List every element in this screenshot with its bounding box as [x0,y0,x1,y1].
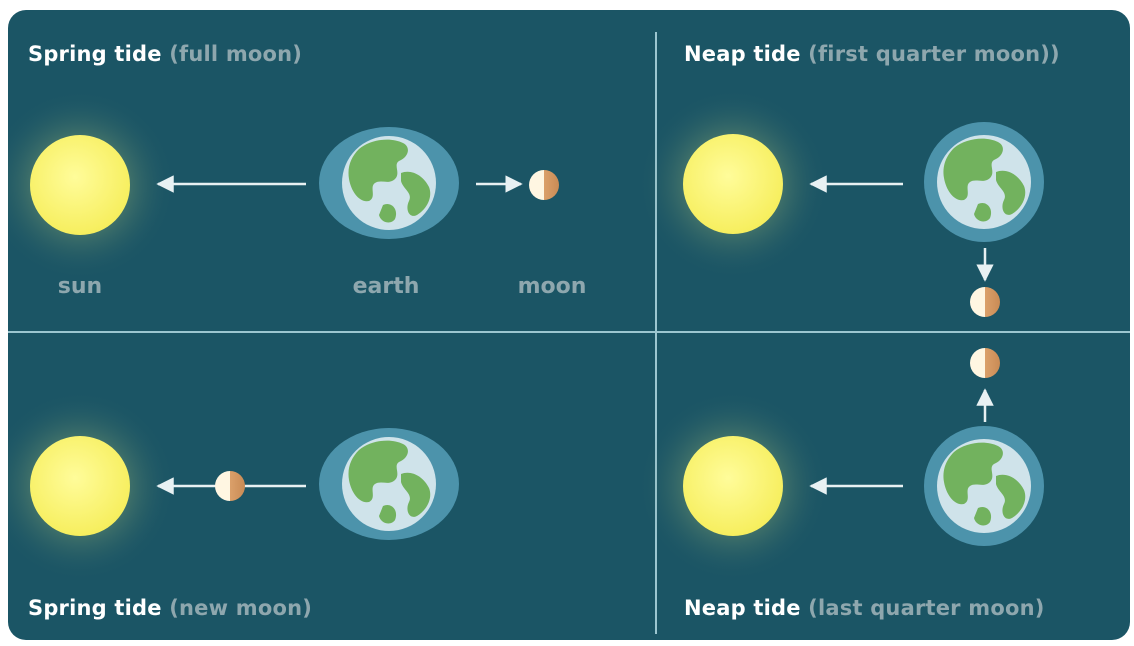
earth-bottom-left [319,428,459,540]
tide-diagram: Spring tide (full moon) Neap tide (first… [8,10,1130,640]
title-top-right-main: Neap tide [684,42,801,66]
tide-diagram-canvas [8,32,1130,634]
title-bottom-right-main: Neap tide [684,596,801,620]
earth-top-left [319,127,459,239]
title-bottom-left-sub: (new moon) [169,596,313,620]
sun-top-right [638,89,828,279]
title-top-left-sub: (full moon) [169,42,303,66]
title-bottom-left: Spring tide (new moon) [28,596,312,620]
title-top-right: Neap tide (first quarter moon)) [684,42,1060,66]
label-moon: moon [517,274,587,299]
title-bottom-right: Neap tide (last quarter moon) [684,596,1045,620]
moon-top-right [970,287,1000,317]
moon-bottom-right [970,348,1000,378]
title-bottom-right-sub: (last quarter moon) [808,596,1045,620]
sun-bottom-right [638,391,828,581]
earth-top-right [924,122,1044,242]
title-bottom-left-main: Spring tide [28,596,162,620]
label-sun: sun [57,274,103,299]
title-top-left-main: Spring tide [28,42,162,66]
moon-bottom-left [215,471,245,501]
label-earth: earth [352,274,420,299]
title-top-left: Spring tide (full moon) [28,42,302,66]
earth-bottom-right [924,426,1044,546]
sun-bottom-left [8,391,175,581]
moon-top-left [529,170,559,200]
title-top-right-sub: (first quarter moon)) [808,42,1060,66]
sun-top-left [8,90,175,280]
